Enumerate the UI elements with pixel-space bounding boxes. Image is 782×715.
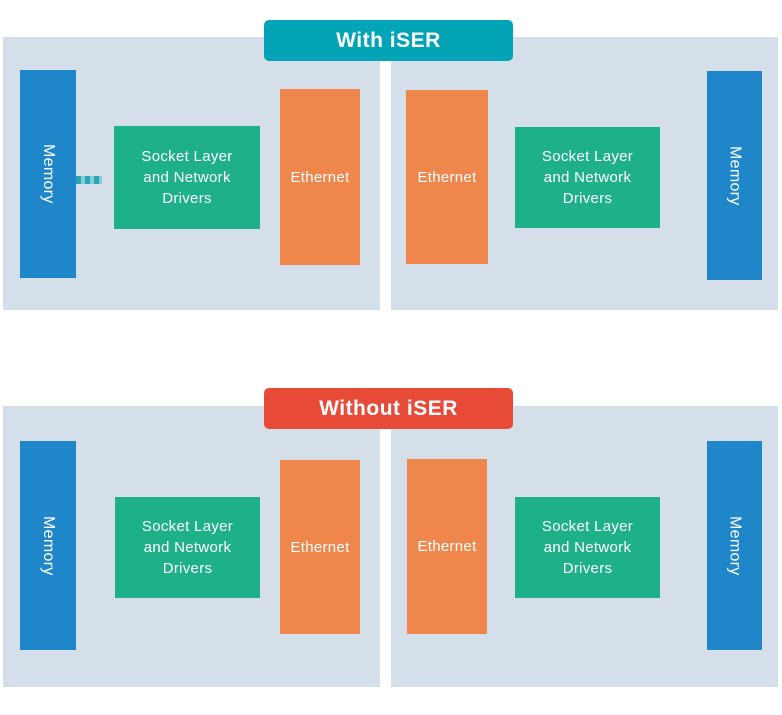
memory-block: Memory [707,441,762,650]
ethernet-block: Ethernet [280,460,360,634]
memory-block: Memory [20,70,76,278]
without-iser-banner: Without iSER [264,388,513,429]
without-iser-left-host-panel: Memory Socket Layer and Network Drivers … [3,406,380,687]
with-iser-banner: With iSER [264,20,513,61]
without-iser-right-host-panel: Ethernet Socket Layer and Network Driver… [391,406,778,687]
memory-dashed-connector [76,176,102,184]
socket-layer-network-drivers-block: Socket Layer and Network Drivers [114,126,260,229]
ethernet-block: Ethernet [406,90,488,264]
socket-layer-network-drivers-block: Socket Layer and Network Drivers [115,497,260,598]
socket-layer-network-drivers-block: Socket Layer and Network Drivers [515,497,660,598]
with-iser-left-host-panel: Memory Socket Layer and Network Drivers … [3,37,380,310]
socket-layer-network-drivers-block: Socket Layer and Network Drivers [515,127,660,228]
with-iser-right-host-panel: Ethernet Socket Layer and Network Driver… [391,37,778,310]
ethernet-block: Ethernet [407,459,487,634]
memory-block: Memory [707,71,762,280]
memory-block: Memory [20,441,76,650]
ethernet-block: Ethernet [280,89,360,265]
